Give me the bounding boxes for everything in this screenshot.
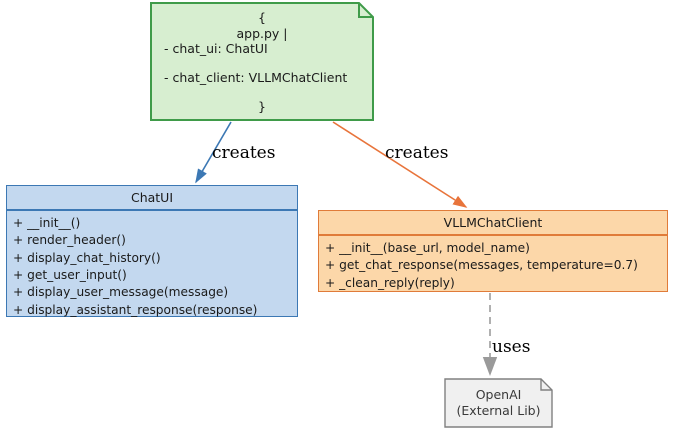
note-spacer xyxy=(156,57,368,70)
class-member: + __init__(base_url, model_name) xyxy=(325,241,530,255)
class-member: + display_assistant_response(response) xyxy=(13,302,258,317)
class-member: + _clean_reply(reply) xyxy=(325,275,455,290)
class-box-vllmchatclient[interactable]: VLLMChatClient + __init__(base_url, mode… xyxy=(318,210,668,292)
openai-note-line-1: OpenAI xyxy=(475,386,522,402)
note-spacer-2 xyxy=(156,86,368,99)
note-line-open: { xyxy=(258,10,266,25)
edge-label-creates-vllmchatclient: creates xyxy=(385,143,449,163)
class-member: + render_header() xyxy=(13,233,126,248)
note-line-close: } xyxy=(258,98,266,114)
edge-label-uses: uses xyxy=(492,337,531,357)
openai-note-line-2: (External Lib) xyxy=(456,403,541,418)
class-name-vllmchatclient: VLLMChatClient xyxy=(319,211,667,236)
note-attr-chat-client: - chat_client: VLLMChatClient xyxy=(164,69,348,85)
class-members-chatui: + __init__() + render_header() + display… xyxy=(7,211,297,323)
openai-external-note: OpenAI (External Lib) xyxy=(444,378,553,428)
edge-label-creates-chatui: creates xyxy=(212,143,276,163)
edge-creates-vllmchatclient xyxy=(332,121,468,208)
class-members-vllmchatclient: + __init__(base_url, model_name) + get_c… xyxy=(319,236,667,296)
class-member: + display_chat_history() xyxy=(13,250,161,265)
app-py-note: { app.py | - chat_ui: ChatUI - chat_clie… xyxy=(150,2,374,121)
note-attr-chat-ui: - chat_ui: ChatUI xyxy=(164,41,268,57)
note-line-title: app.py | xyxy=(236,25,288,41)
openai-note-text: OpenAI (External Lib) xyxy=(444,378,553,428)
class-member: + get_user_input() xyxy=(13,267,127,282)
class-box-chatui[interactable]: ChatUI + __init__() + render_header() + … xyxy=(6,185,298,317)
note-shape-gray xyxy=(444,378,553,428)
class-name-chatui: ChatUI xyxy=(7,186,297,211)
class-member: + get_chat_response(messages, temperatur… xyxy=(325,258,638,273)
class-member: + display_user_message(message) xyxy=(13,285,229,300)
app-py-note-text: { app.py | - chat_ui: ChatUI - chat_clie… xyxy=(150,2,374,121)
note-shape-green xyxy=(150,2,374,121)
class-member: + __init__() xyxy=(13,216,81,230)
